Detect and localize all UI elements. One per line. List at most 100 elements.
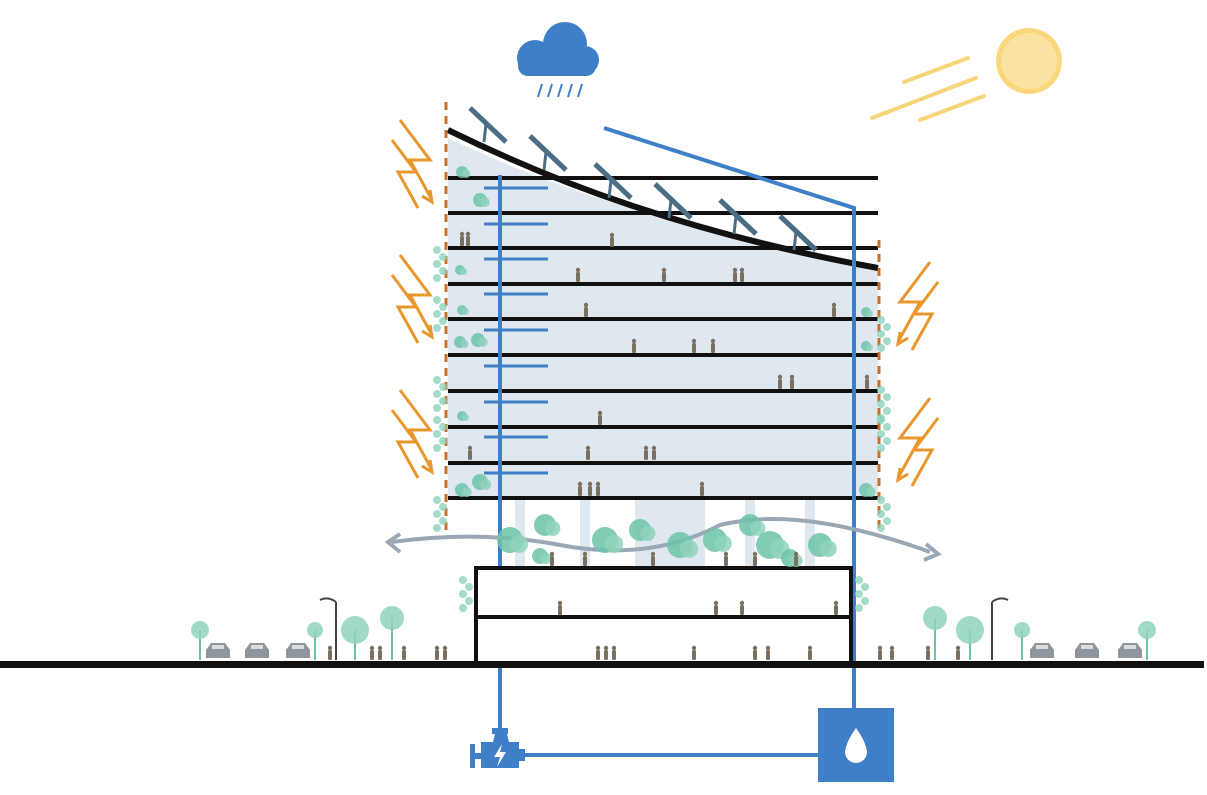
rain-collection-pipe	[603, 126, 856, 708]
car-icon	[245, 643, 269, 658]
pipe-branches	[484, 186, 548, 596]
plant-icon	[473, 193, 490, 208]
solar-panel-icon	[718, 198, 758, 236]
solar-panel-icon	[778, 214, 818, 252]
floor-slab	[448, 246, 878, 250]
plant-icon	[455, 483, 472, 497]
plant-icon	[456, 166, 471, 178]
person-icon	[587, 481, 593, 496]
person-icon	[577, 481, 583, 496]
person-icon	[807, 645, 813, 660]
plant-icon	[861, 341, 873, 351]
person-icon	[465, 231, 471, 246]
plant-icon	[472, 474, 492, 490]
vine-icon	[459, 576, 473, 612]
car-icon	[1075, 643, 1099, 658]
person-icon	[611, 645, 617, 660]
person-icon	[925, 645, 931, 660]
person-icon	[583, 302, 589, 317]
floor-slab	[448, 353, 878, 357]
person-icon	[595, 481, 601, 496]
plant-icon	[457, 305, 469, 315]
tree-icon	[1014, 622, 1030, 660]
wind-arrow	[390, 119, 435, 209]
floor-slab	[448, 496, 878, 500]
person-icon	[442, 645, 448, 660]
vine-icon	[855, 576, 869, 612]
person-icon	[793, 551, 799, 566]
person-icon	[752, 551, 758, 566]
person-icon	[691, 645, 697, 660]
floor-slab	[448, 317, 878, 321]
person-icon	[631, 338, 637, 353]
solar-panel-icon	[528, 134, 568, 172]
floor-slab	[448, 461, 878, 465]
plant-icon	[532, 548, 552, 565]
person-icon	[699, 481, 705, 496]
wind-arrow	[390, 389, 435, 479]
person-icon	[723, 551, 729, 566]
person-icon	[467, 445, 473, 460]
vine-icon	[877, 316, 891, 352]
person-icon	[710, 338, 716, 353]
person-icon	[585, 445, 591, 460]
vine-icon	[877, 496, 891, 532]
solar-panel-icon	[468, 106, 508, 144]
rain-cloud-icon	[517, 22, 599, 98]
plant-icon	[534, 514, 561, 536]
person-icon	[651, 445, 657, 460]
vine-icon	[433, 296, 447, 332]
tree-icon	[956, 616, 984, 660]
plant-icon	[457, 411, 469, 421]
person-icon	[575, 267, 581, 282]
water-tank	[818, 708, 894, 782]
person-icon	[765, 645, 771, 660]
plant-icon	[454, 336, 469, 348]
greenery	[191, 166, 1156, 660]
person-icon	[752, 645, 758, 660]
ground-line	[0, 661, 1204, 668]
person-icon	[732, 267, 738, 282]
person-icon	[691, 338, 697, 353]
person-icon	[595, 645, 601, 660]
plant-icon	[861, 307, 873, 317]
person-icon	[557, 600, 563, 615]
person-icon	[327, 645, 333, 660]
person-icon	[603, 645, 609, 660]
vine-icon	[433, 496, 447, 532]
person-icon	[955, 645, 961, 660]
vine-icon	[433, 376, 447, 412]
vine-icon	[877, 416, 891, 452]
plant-icon	[471, 333, 488, 347]
tree-icon	[191, 621, 209, 660]
floor-slab	[448, 176, 878, 180]
person-icon	[434, 645, 440, 660]
car-icon	[1118, 643, 1142, 658]
vine-icon	[433, 246, 447, 282]
car-icon	[206, 643, 230, 658]
person-icon	[549, 551, 555, 566]
plant-icon	[667, 532, 699, 559]
person-icon	[369, 645, 375, 660]
plant-icon	[781, 549, 803, 567]
person-icon	[739, 267, 745, 282]
wind-arrow	[895, 397, 940, 487]
sun-icon	[870, 28, 1062, 122]
person-icon	[643, 445, 649, 460]
plant-icon	[497, 527, 529, 554]
person-icon	[877, 645, 883, 660]
street-lamp-icon	[319, 597, 337, 660]
tree-icon	[341, 616, 369, 660]
person-icon	[777, 374, 783, 389]
solar-panel-icon	[593, 162, 633, 200]
plant-icon	[703, 528, 732, 552]
street-lamp-icon	[991, 597, 1009, 660]
wind-arrow	[895, 261, 940, 351]
car-icon	[286, 643, 310, 658]
person-icon	[889, 645, 895, 660]
person-icon	[609, 232, 615, 247]
water-drop-icon	[845, 728, 867, 763]
plant-icon	[739, 514, 766, 536]
